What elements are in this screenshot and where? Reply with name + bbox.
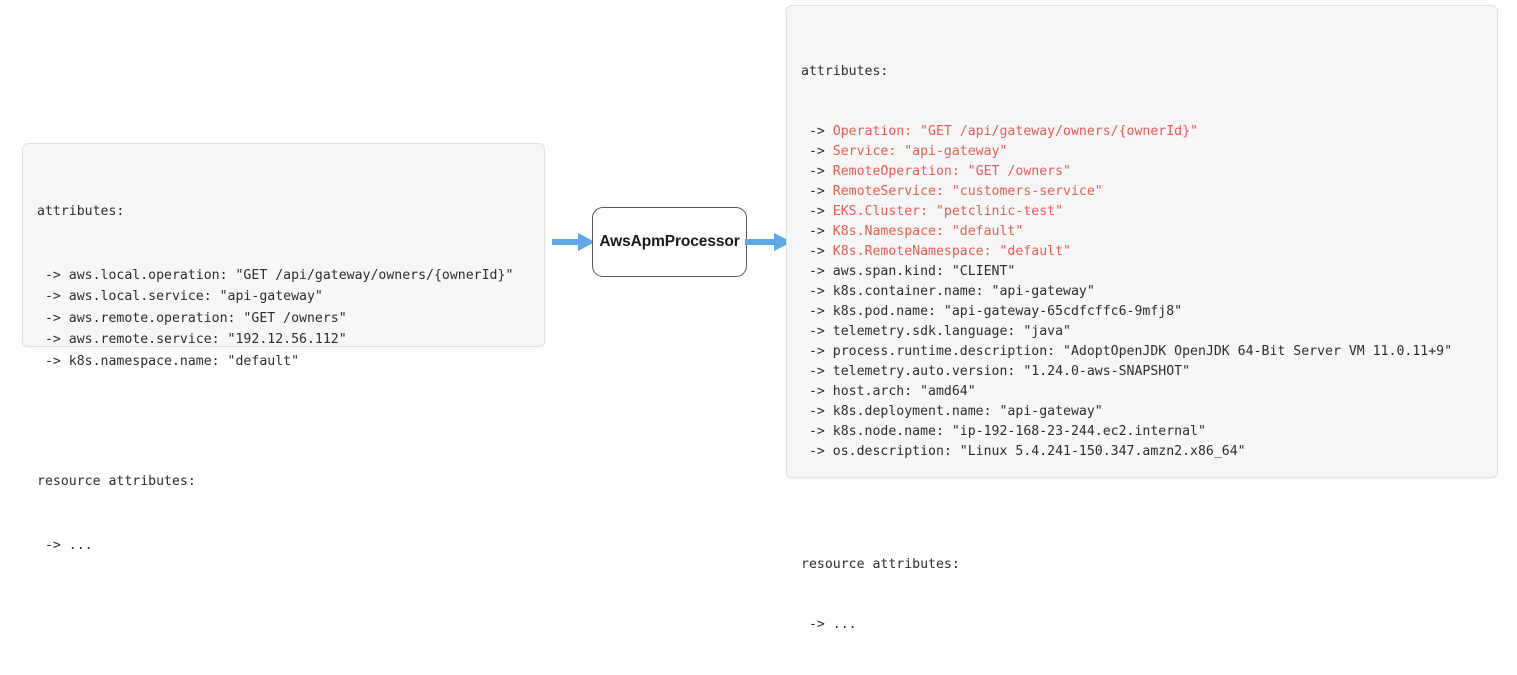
input-resource-attributes-header: resource attributes: [37, 473, 196, 489]
attribute-key-value: process.runtime.description: "AdoptOpenJ… [832, 344, 1453, 359]
attribute-arrow-marker: -> [801, 124, 833, 139]
attribute-arrow-marker: -> [801, 284, 833, 299]
attribute-key-value: k8s.node.name: "ip-192-168-23-244.ec2.in… [832, 424, 1206, 439]
attribute-key-value-highlighted: Operation: "GET /api/gateway/owners/{own… [832, 124, 1198, 139]
output-spacer [801, 502, 1481, 515]
attribute-line: -> aws.local.service: "api-gateway" [37, 286, 528, 307]
attribute-key-value: ... [68, 538, 93, 554]
attribute-line: -> aws.remote.operation: "GET /owners" [37, 308, 528, 329]
attribute-line: -> ... [801, 615, 1481, 635]
attribute-line: -> k8s.namespace.name: "default" [37, 351, 528, 372]
attribute-arrow-marker: -> [801, 304, 833, 319]
attribute-arrow-marker: -> [801, 404, 833, 419]
attribute-key-value: ... [832, 617, 857, 633]
attribute-key-value-highlighted: RemoteService: "customers-service" [832, 184, 1103, 199]
attribute-arrow-marker: -> [801, 444, 833, 459]
arrow-into-processor [552, 230, 596, 254]
attribute-arrow-marker: -> [801, 344, 833, 359]
attribute-line: -> process.runtime.description: "AdoptOp… [801, 342, 1481, 362]
output-resource-attribute-list: -> ... [801, 615, 1481, 635]
attribute-key-value-highlighted: EKS.Cluster: "petclinic-test" [832, 204, 1064, 219]
attribute-key-value: aws.local.operation: "GET /api/gateway/o… [68, 268, 514, 284]
attribute-line: -> Service: "api-gateway" [801, 142, 1481, 162]
attribute-line: -> telemetry.sdk.language: "java" [801, 322, 1481, 342]
attribute-arrow-marker: -> [37, 538, 69, 554]
attribute-line: -> Operation: "GET /api/gateway/owners/{… [801, 122, 1481, 142]
attribute-line: -> k8s.pod.name: "api-gateway-65cdfcffc6… [801, 302, 1481, 322]
processor-node-label: AwsApmProcessor [599, 233, 740, 250]
attribute-key-value: telemetry.auto.version: "1.24.0-aws-SNAP… [832, 364, 1191, 379]
attribute-key-value: aws.remote.service: "192.12.56.112" [68, 332, 347, 348]
attribute-line: -> k8s.node.name: "ip-192-168-23-244.ec2… [801, 422, 1481, 442]
attribute-arrow-marker: -> [37, 353, 69, 369]
attribute-arrow-marker: -> [801, 184, 833, 199]
attribute-arrow-marker: -> [801, 424, 833, 439]
attribute-arrow-marker: -> [801, 617, 833, 633]
input-attributes-header: attributes: [37, 203, 125, 219]
output-attributes-header: attributes: [801, 64, 889, 79]
attribute-key-value: k8s.container.name: "api-gateway" [832, 284, 1095, 299]
attribute-key-value: aws.span.kind: "CLIENT" [832, 264, 1016, 279]
attribute-arrow-marker: -> [37, 332, 69, 348]
attribute-key-value-highlighted: K8s.Namespace: "default" [832, 224, 1024, 239]
arrow-into-processor-glyph [552, 233, 595, 251]
attribute-line: -> aws.local.operation: "GET /api/gatewa… [37, 265, 528, 286]
output-resource-attributes-header: resource attributes: [801, 557, 960, 573]
attribute-arrow-marker: -> [37, 268, 69, 284]
attribute-line: -> aws.span.kind: "CLIENT" [801, 262, 1481, 282]
attribute-arrow-marker: -> [801, 264, 833, 279]
output-attributes-panel: attributes: -> Operation: "GET /api/gate… [786, 5, 1498, 632]
attribute-key-value-highlighted: Service: "api-gateway" [832, 144, 1008, 159]
diagram-canvas: attributes: -> aws.local.operation: "GET… [22, 5, 1498, 632]
processor-node[interactable]: AwsApmProcessor [592, 207, 747, 277]
input-attribute-list: -> aws.local.operation: "GET /api/gatewa… [37, 265, 528, 372]
arrow-out-of-processor [745, 230, 793, 254]
input-spacer [37, 415, 528, 428]
attribute-key-value-highlighted: RemoteOperation: "GET /owners" [832, 164, 1071, 179]
attribute-arrow-marker: -> [37, 310, 69, 326]
attribute-line: -> os.description: "Linux 5.4.241-150.34… [801, 442, 1481, 462]
attribute-line: -> k8s.deployment.name: "api-gateway" [801, 402, 1481, 422]
attribute-line: -> RemoteOperation: "GET /owners" [801, 162, 1481, 182]
attribute-arrow-marker: -> [37, 289, 69, 305]
attribute-key-value: k8s.deployment.name: "api-gateway" [832, 404, 1103, 419]
attribute-key-value-highlighted: K8s.RemoteNamespace: "default" [832, 244, 1071, 259]
attribute-line: -> K8s.RemoteNamespace: "default" [801, 242, 1481, 262]
attribute-arrow-marker: -> [801, 384, 833, 399]
attribute-line: -> RemoteService: "customers-service" [801, 182, 1481, 202]
attribute-arrow-marker: -> [801, 164, 833, 179]
input-resource-attribute-list: -> ... [37, 535, 528, 556]
attribute-key-value: k8s.namespace.name: "default" [68, 353, 300, 369]
attribute-key-value: k8s.pod.name: "api-gateway-65cdfcffc6-9m… [832, 304, 1183, 319]
attribute-key-value: aws.local.service: "api-gateway" [68, 289, 323, 305]
attribute-line: -> host.arch: "amd64" [801, 382, 1481, 402]
attribute-arrow-marker: -> [801, 224, 833, 239]
attribute-line: -> K8s.Namespace: "default" [801, 222, 1481, 242]
attribute-arrow-marker: -> [801, 364, 833, 379]
attribute-arrow-marker: -> [801, 144, 833, 159]
output-attributes-code: attributes: -> Operation: "GET /api/gate… [801, 22, 1481, 675]
attribute-key-value: telemetry.sdk.language: "java" [832, 324, 1071, 339]
attribute-key-value: host.arch: "amd64" [832, 384, 976, 399]
attribute-line: -> ... [37, 535, 528, 556]
attribute-line: -> aws.remote.service: "192.12.56.112" [37, 329, 528, 350]
attribute-line: -> EKS.Cluster: "petclinic-test" [801, 202, 1481, 222]
attribute-arrow-marker: -> [801, 324, 833, 339]
attribute-key-value: os.description: "Linux 5.4.241-150.347.a… [832, 444, 1246, 459]
attribute-arrow-marker: -> [801, 244, 833, 259]
attribute-line: -> k8s.container.name: "api-gateway" [801, 282, 1481, 302]
attribute-line: -> telemetry.auto.version: "1.24.0-aws-S… [801, 362, 1481, 382]
input-attributes-panel: attributes: -> aws.local.operation: "GET… [22, 143, 545, 553]
attribute-key-value: aws.remote.operation: "GET /owners" [68, 310, 347, 326]
output-attribute-list: -> Operation: "GET /api/gateway/owners/{… [801, 122, 1481, 462]
arrow-out-of-processor-glyph [745, 233, 792, 251]
attribute-arrow-marker: -> [801, 204, 833, 219]
input-attributes-code: attributes: -> aws.local.operation: "GET… [37, 158, 528, 599]
